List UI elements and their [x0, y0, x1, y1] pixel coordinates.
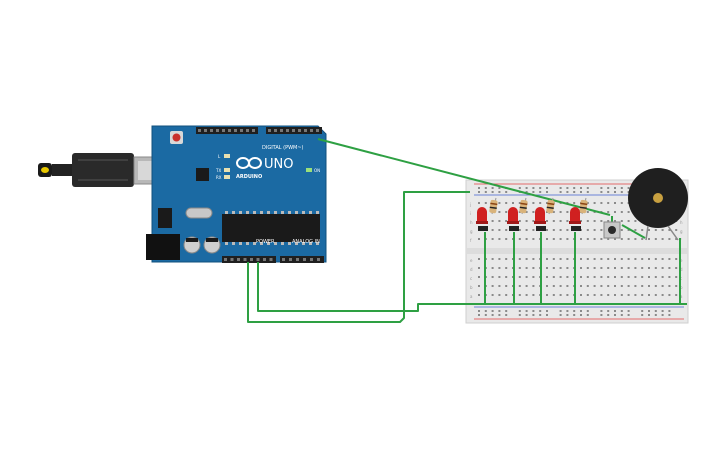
svg-text:c: c [680, 276, 682, 281]
crystal [185, 207, 213, 219]
leds[interactable] [476, 207, 581, 231]
power-label: POWER [256, 239, 275, 245]
digital-pins [198, 129, 319, 132]
chip-pins [225, 211, 319, 245]
wire-5v-to-rail[interactable] [257, 262, 687, 312]
svg-text:d: d [680, 267, 683, 272]
svg-text:i: i [470, 211, 471, 216]
on-led [306, 168, 312, 172]
wire-gnd-to-rail[interactable] [247, 191, 470, 323]
power-analog-pins [224, 258, 320, 261]
svg-text:j: j [469, 202, 471, 207]
led-1[interactable] [476, 207, 488, 231]
uno-logo: UNO [264, 157, 293, 172]
svg-text:g: g [470, 229, 473, 234]
breadboard[interactable]: j i h g f e d c b a j i h g f e d c b a [465, 179, 689, 324]
digital-label: DIGITAL (PWM~) [262, 145, 304, 151]
svg-text:a: a [470, 294, 473, 299]
led-l-label: L [218, 154, 221, 159]
digital-header[interactable] [196, 127, 258, 134]
led-rx [224, 175, 230, 179]
led-3[interactable] [534, 207, 546, 231]
wires[interactable] [247, 138, 687, 323]
arduino-brand: ARDUINO [236, 174, 262, 180]
resistor-4[interactable] [579, 197, 588, 215]
resistor-1[interactable] [489, 197, 498, 215]
resistor-3[interactable] [546, 197, 555, 215]
led-l [224, 154, 230, 158]
svg-text:c: c [470, 276, 472, 281]
svg-text:e: e [470, 258, 473, 263]
svg-text:a: a [680, 294, 683, 299]
svg-text:e: e [680, 258, 683, 263]
svg-text:b: b [470, 285, 473, 290]
led-rx-label: RX [216, 175, 222, 180]
resistors[interactable] [489, 197, 588, 215]
svg-text:d: d [470, 267, 473, 272]
led-tx [224, 168, 230, 172]
svg-text:h: h [680, 220, 683, 225]
analog-label: ANALOG IN [292, 239, 320, 245]
pushbutton[interactable] [603, 221, 621, 239]
power-header[interactable] [222, 256, 276, 263]
svg-text:h: h [470, 220, 473, 225]
svg-text:b: b [680, 285, 683, 290]
piezo-buzzer[interactable] [628, 168, 688, 241]
led-2[interactable] [507, 207, 519, 231]
arduino-infinity-logo [236, 157, 262, 169]
arduino-uno-board[interactable]: DIGITAL (PWM~) L TX RX UNO ARDUINO ON PO… [146, 125, 327, 263]
on-label: ON [314, 168, 320, 173]
usb-chip [196, 168, 209, 181]
reset-button-cap[interactable] [172, 133, 181, 142]
svg-text:g: g [680, 229, 683, 234]
wire-button-to-buzzer[interactable] [621, 224, 646, 239]
regulator [158, 208, 172, 228]
atmega-chip [222, 214, 320, 242]
analog-header[interactable] [280, 256, 324, 263]
svg-text:f: f [470, 238, 472, 243]
led-tx-label: TX [215, 168, 221, 173]
led-4[interactable] [569, 207, 581, 231]
resistor-2[interactable] [519, 197, 528, 215]
barrel-jack[interactable] [146, 234, 180, 260]
wire-digital-to-button[interactable] [317, 138, 611, 216]
